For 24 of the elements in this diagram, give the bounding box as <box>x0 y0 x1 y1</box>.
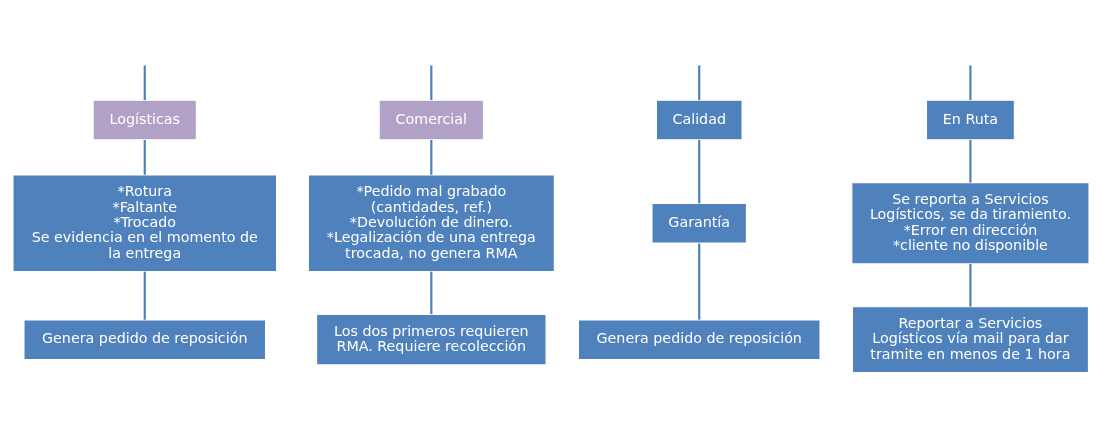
node-box: Se reporta a Servicios Logísticos, se da tiramiento. *Error en dirección *cliente no disponible <box>851 182 1090 265</box>
connector <box>698 139 701 204</box>
connector <box>430 271 433 315</box>
node-box: Reportar a Servicios Logísticos vía mail para dar tramite en menos de 1 hora <box>851 306 1089 374</box>
node-box: Logísticas <box>92 99 197 141</box>
node-box: Garantía <box>651 202 747 244</box>
connector <box>430 139 433 175</box>
connector <box>430 65 433 101</box>
connector <box>698 65 701 101</box>
node-box: En Ruta <box>925 99 1015 141</box>
node-box: *Pedido mal grabado (cantidades, ref.) *Devolución de dinero. *Legalización de una entrega trocada, no genera RMA <box>307 174 555 273</box>
connector <box>698 243 701 320</box>
node-box: Comercial <box>378 99 485 141</box>
node-box: Genera pedido de reposición <box>577 319 821 360</box>
connector <box>143 65 146 101</box>
connector <box>143 139 146 175</box>
node-box: *Rotura *Faltante *Trocado Se evidencia en el momento de la entrega <box>12 174 278 273</box>
node-box: Genera pedido de reposición <box>23 319 267 360</box>
connector <box>969 139 972 183</box>
node-box: Los dos primeros requieren RMA. Requiere recolección <box>316 313 547 366</box>
connector <box>969 65 972 101</box>
connector <box>143 271 146 320</box>
node-box: Calidad <box>655 99 743 141</box>
connector <box>969 264 972 307</box>
